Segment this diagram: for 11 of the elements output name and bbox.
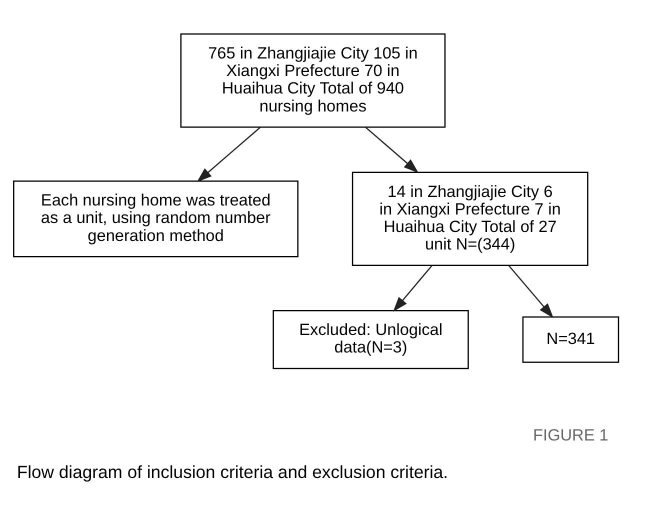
label: FIGURE 1 (533, 426, 608, 445)
arrow (393, 265, 432, 312)
node-box: Excluded: Unlogical data(N=3) (272, 310, 469, 370)
caption: Flow diagram of inclusion criteria and exclusion criteria. (16, 462, 448, 482)
node-box: N=341 (522, 316, 620, 363)
node-box: 765 in Zhangjiajie City 105 in Xiangxi Prefecture 70 in Huaihua City Total of 940 nursing homes (180, 33, 446, 128)
node-box: 14 in Zhangjiajie City 6 in Xiangxi Prefecture 7 in Huaihua City Total of 27 unit N=(344) (352, 172, 588, 266)
arrow (196, 126, 261, 182)
arrow (508, 265, 554, 318)
arrow (365, 126, 419, 174)
node-box: Each nursing home was treated as a unit, using random number generation method (13, 180, 298, 258)
